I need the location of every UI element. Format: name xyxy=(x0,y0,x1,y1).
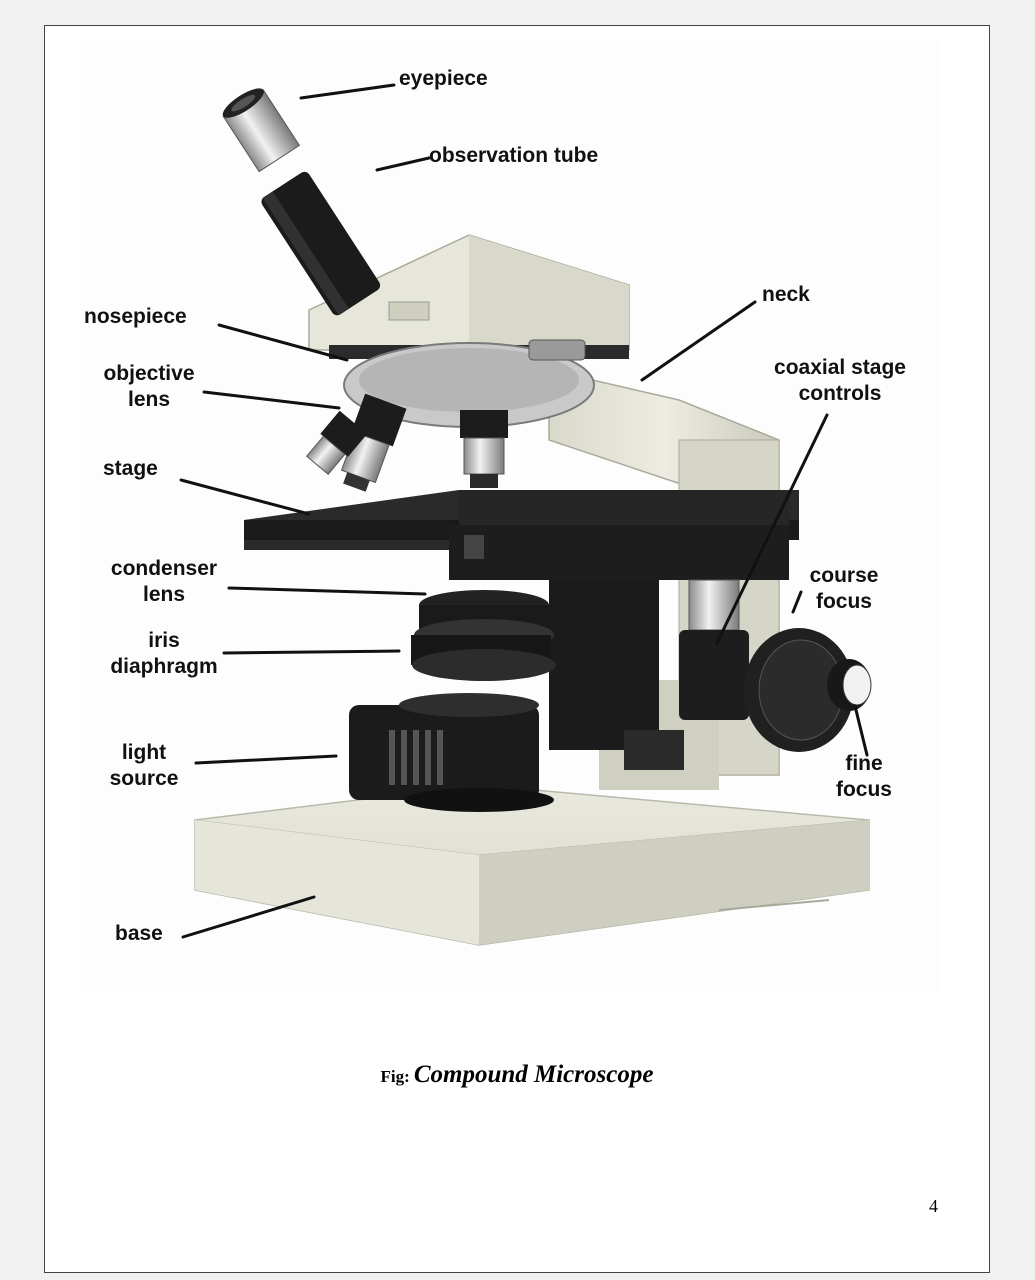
focus-knobs-part xyxy=(679,579,872,752)
label-course-focus: course focus xyxy=(809,564,879,613)
nosepiece-leader xyxy=(217,323,349,362)
label-objective-lens: objective lens xyxy=(103,362,195,411)
light-source-leader xyxy=(194,754,338,765)
microscope-illustration xyxy=(179,83,872,946)
label-eyepiece: eyepiece xyxy=(399,67,488,90)
condenser-lens-leader xyxy=(227,586,427,596)
microscope-figure: eyepiece observation tube neck nosepiece… xyxy=(79,40,941,992)
base-part xyxy=(194,784,870,946)
stage-leader xyxy=(179,478,311,516)
objective-lens-leader xyxy=(202,390,341,410)
document-page: eyepiece observation tube neck nosepiece… xyxy=(44,25,990,1273)
label-iris-diaphragm: iris diaphragm xyxy=(110,629,218,678)
condenser-part xyxy=(411,590,556,681)
observation-tube-leader xyxy=(375,156,431,172)
objective-lenses-part xyxy=(306,393,508,492)
base-leader xyxy=(181,895,316,939)
label-base: base xyxy=(115,922,163,945)
eyepiece-leader xyxy=(299,83,396,100)
page-number: 4 xyxy=(929,1196,938,1216)
label-fine-focus: fine focus xyxy=(835,752,892,801)
neck-leader xyxy=(640,300,757,382)
label-stage: stage xyxy=(103,457,158,480)
fine-focus-leader xyxy=(853,704,869,757)
label-observation-tube: observation tube xyxy=(429,144,599,167)
caption-title: Compound Microscope xyxy=(413,1061,654,1088)
label-light-source: light source xyxy=(109,741,179,790)
coaxial-stage-controls-leader xyxy=(715,413,829,645)
iris-diaphragm-leader xyxy=(222,649,401,655)
label-nosepiece: nosepiece xyxy=(84,305,187,328)
label-neck: neck xyxy=(762,283,810,306)
course-focus-leader xyxy=(791,590,803,614)
label-coaxial-stage-controls: coaxial stage controls xyxy=(774,356,906,405)
figure-caption: Fig: Compound Microscope xyxy=(45,1061,989,1089)
eyepiece-part xyxy=(222,88,301,173)
observation-tube-part xyxy=(222,88,381,316)
stage-part xyxy=(244,490,799,770)
light-source-part xyxy=(349,693,554,812)
leader-lines xyxy=(179,83,869,939)
caption-prefix: Fig: xyxy=(380,1067,410,1086)
label-condenser-lens: condenser lens xyxy=(110,557,218,606)
nosepiece-part xyxy=(343,339,595,428)
